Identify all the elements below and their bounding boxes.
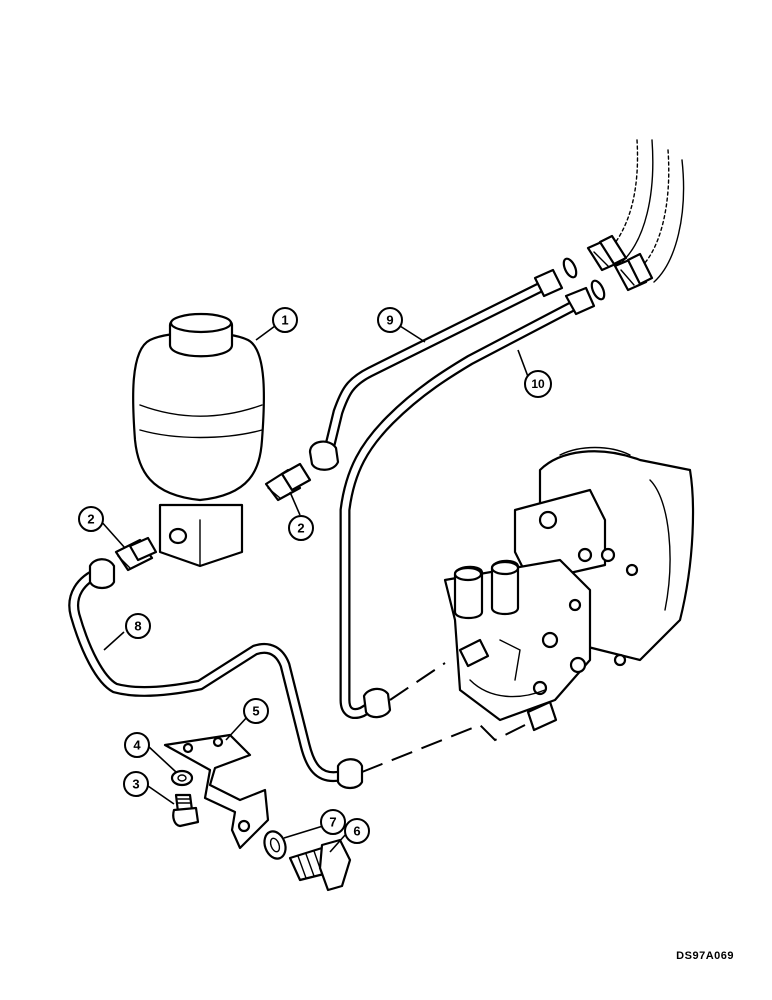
tube-9-nut-lower xyxy=(308,440,340,471)
bracket xyxy=(163,733,270,850)
callout-5: 5 xyxy=(243,698,269,724)
callout-8: 8 xyxy=(125,613,151,639)
callout-2-left: 2 xyxy=(78,506,104,532)
callout-2-right: 2 xyxy=(288,515,314,541)
callout-9-label: 9 xyxy=(386,313,393,328)
callout-7: 7 xyxy=(320,809,346,835)
o-ring-upper xyxy=(562,257,578,279)
hose-fitting-lower xyxy=(613,252,654,292)
washer-large xyxy=(263,830,287,860)
callout-4: 4 xyxy=(124,732,150,758)
callout-2-right-label: 2 xyxy=(297,521,304,536)
dashed-route-10 xyxy=(389,662,446,701)
callout-3-label: 3 xyxy=(132,777,139,792)
tube-10 xyxy=(339,286,596,719)
bolt-large xyxy=(288,838,352,892)
callout-4-label: 4 xyxy=(133,738,141,753)
callout-6-label: 6 xyxy=(353,824,360,839)
tube-10-nut-lower xyxy=(362,687,392,719)
callout-7-label: 7 xyxy=(329,815,336,830)
bolt-small xyxy=(172,793,200,828)
callout-6: 6 xyxy=(344,818,370,844)
callout-1: 1 xyxy=(272,307,298,333)
tube-9 xyxy=(308,268,564,471)
washer-small xyxy=(170,769,194,787)
callout-3: 3 xyxy=(123,771,149,797)
callout-10-label: 10 xyxy=(531,377,545,391)
tube-8 xyxy=(68,558,364,790)
tube-9-nut-upper xyxy=(533,268,564,298)
o-ring-lower xyxy=(590,279,606,301)
adapter-left xyxy=(114,536,158,572)
accumulator xyxy=(132,312,266,568)
callout-2-left-label: 2 xyxy=(87,512,94,527)
callout-10: 10 xyxy=(524,370,552,398)
callout-9: 9 xyxy=(377,307,403,333)
callout-1-label: 1 xyxy=(281,313,288,328)
adapter-right xyxy=(264,462,312,502)
tube-8-nut-lower xyxy=(336,758,364,790)
callout-8-label: 8 xyxy=(134,619,141,634)
drawing-reference-code: DS97A069 xyxy=(676,950,734,962)
tube-8-nut-upper xyxy=(88,558,116,590)
control-valve xyxy=(443,446,695,732)
callout-5-label: 5 xyxy=(252,704,259,719)
dashed-route-8 xyxy=(361,723,526,773)
tube-10-nut-upper xyxy=(564,286,596,316)
hose-fitting-upper xyxy=(586,234,628,272)
